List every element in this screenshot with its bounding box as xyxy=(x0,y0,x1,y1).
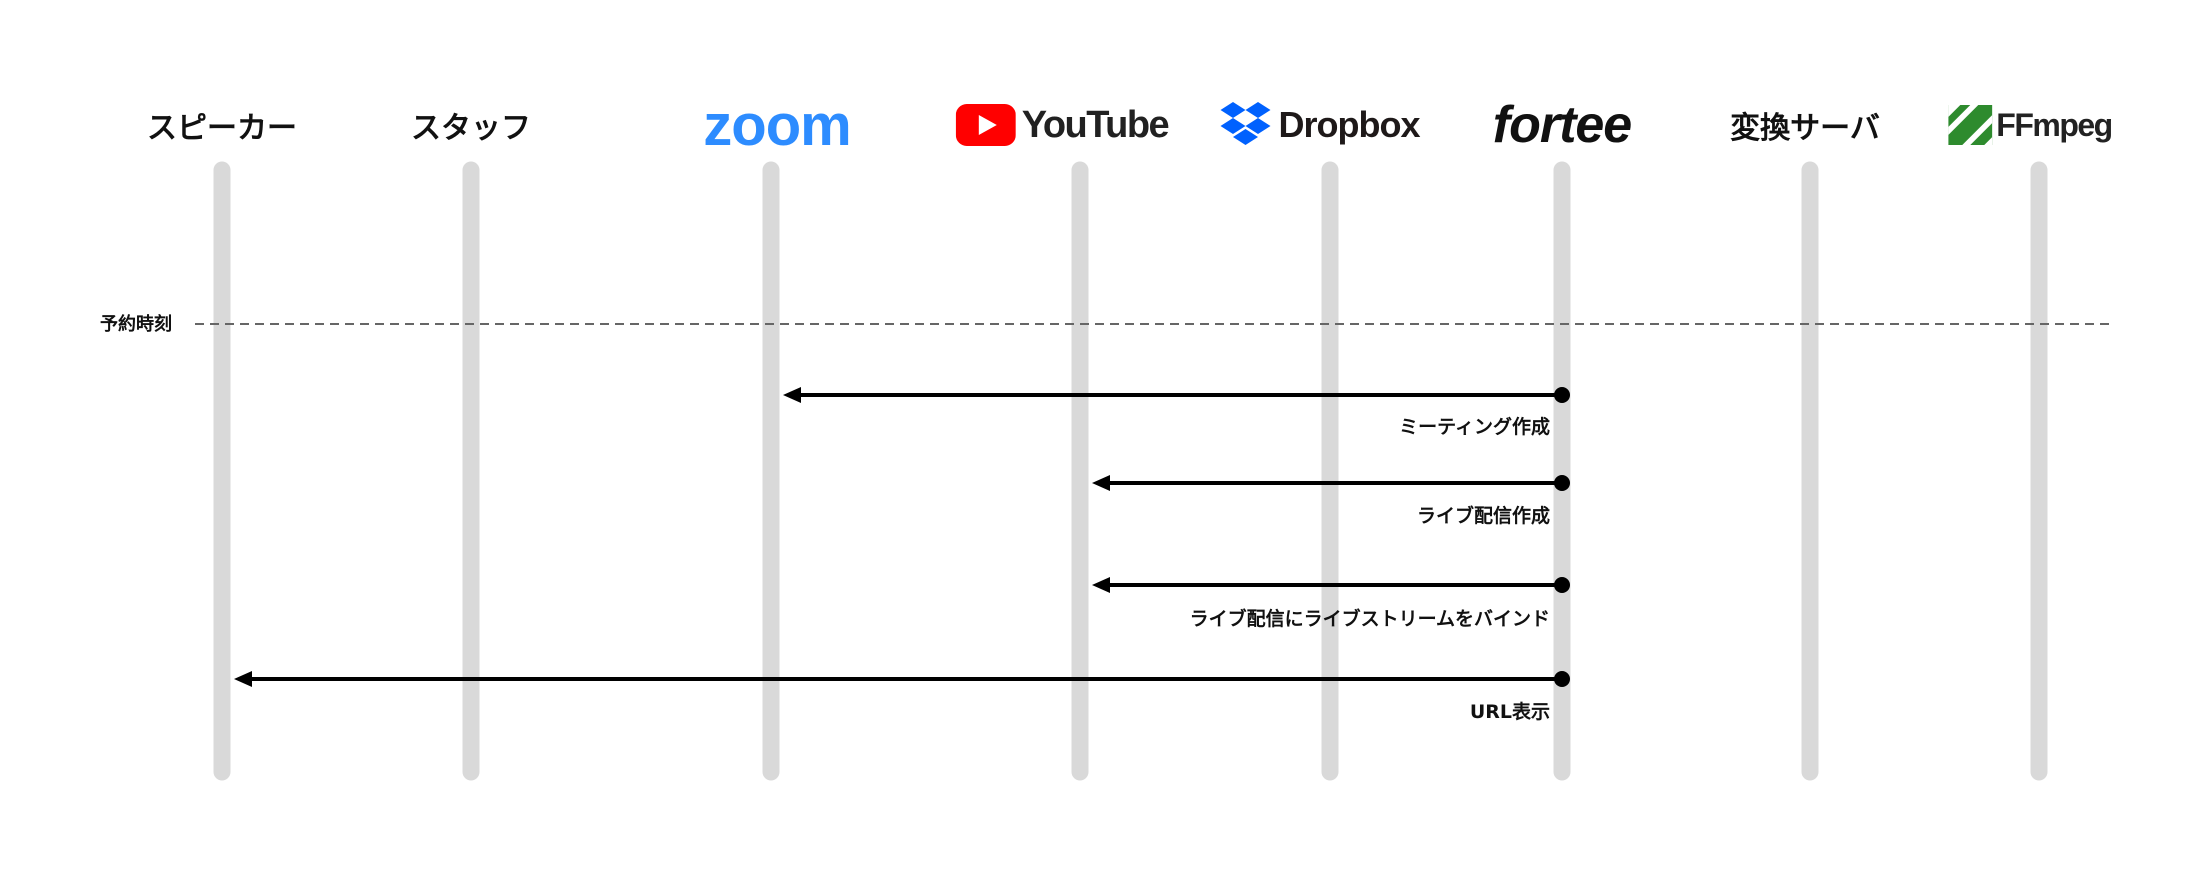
message-label-create-live: ライブ配信作成 xyxy=(1416,505,1550,527)
youtube-play-icon xyxy=(955,104,1016,146)
reservation-time-label: 予約時刻 xyxy=(100,314,172,335)
message-arrow-head xyxy=(234,671,252,687)
message-arrows xyxy=(234,387,1570,687)
message-label-create-meeting: ミーティング作成 xyxy=(1399,416,1550,438)
lifelines xyxy=(213,161,2048,781)
ffmpeg-logo: FFmpeg xyxy=(1948,100,2113,150)
youtube-logo: YouTube xyxy=(955,100,1170,150)
dropbox-logo: Dropbox xyxy=(1220,100,1421,150)
message-origin-dot xyxy=(1554,577,1570,593)
message-label-bind-stream: ライブ配信にライブストリームをバインド xyxy=(1189,608,1550,630)
message-arrow-head xyxy=(1092,475,1110,491)
lifeline-label-converter: 変換サーバ xyxy=(1730,111,1880,146)
message-arrow-head xyxy=(783,387,801,403)
lifeline-label-staff: スタッフ xyxy=(411,111,531,146)
message-label-show-url: URL表示 xyxy=(1469,701,1550,723)
zoom-logo: zoom xyxy=(703,92,851,158)
message-origin-dot xyxy=(1554,671,1570,687)
ffmpeg-mark-icon xyxy=(1948,105,1993,145)
message-arrow-head xyxy=(1092,577,1110,593)
dropbox-box-icon xyxy=(1220,102,1271,145)
message-origin-dot xyxy=(1554,387,1570,403)
fortee-logo: fortee xyxy=(1492,96,1632,154)
message-origin-dot xyxy=(1554,475,1570,491)
lifeline-label-speaker: スピーカー xyxy=(147,111,297,146)
